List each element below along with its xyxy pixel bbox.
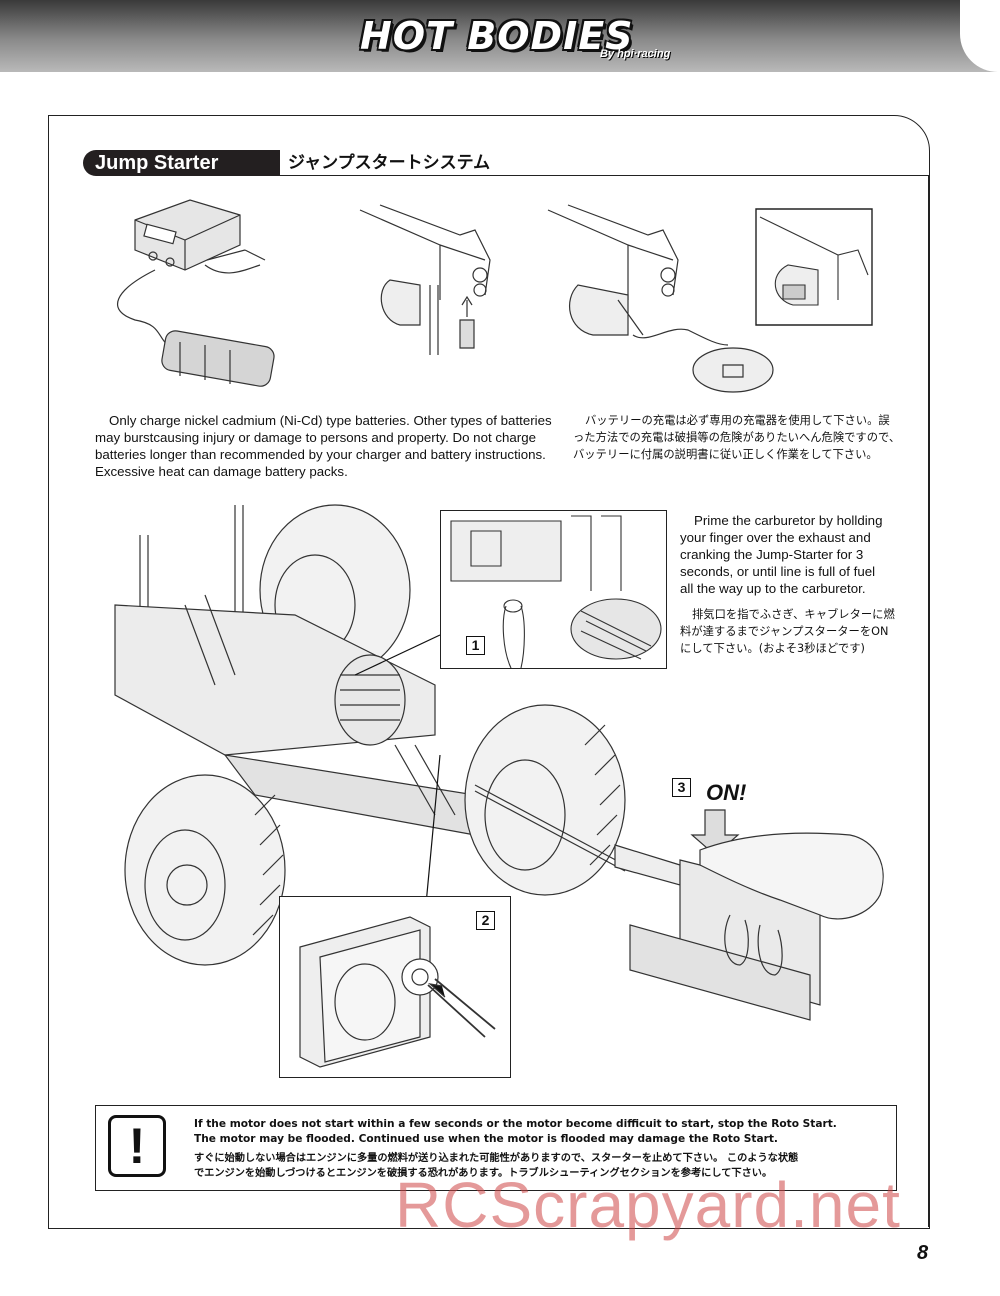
prime-en-line: seconds, or until line is full of fuel	[680, 564, 876, 579]
receiver-switch-illustration	[360, 205, 500, 375]
prime-jp-line: 料が達するまでジャンプスターターをON	[680, 625, 889, 638]
prime-jp-line: 排気口を指でふさぎ、キャブレターに燃	[692, 608, 895, 621]
carburetor-prime-illustration	[441, 511, 666, 668]
charge-jp-line: バッテリーの充電は必ず専用の充電器を使用して下さい。誤	[585, 414, 890, 427]
section-underline	[280, 175, 928, 176]
logo-main: HOT BODIES	[360, 14, 634, 58]
charge-warning-en: Only charge nickel cadmium (Ni-Cd) type …	[95, 412, 565, 480]
truck-chassis-illustration	[95, 495, 655, 985]
jump-starter-illustration	[600, 805, 900, 1035]
prime-en-line: your finger over the exhaust and	[680, 530, 871, 545]
page-frame	[48, 115, 930, 1229]
prime-note-en: Prime the carburetor by hollding your fi…	[680, 512, 898, 597]
charge-en-line: batteries longer than recommended by you…	[95, 447, 546, 462]
section-rule	[928, 175, 929, 1227]
carburetor-inset: 1	[440, 510, 667, 669]
warning-line: でエンジンを始動しづつけるとエンジンを破損する恐れがあります。トラブルシューティ…	[194, 1168, 773, 1179]
section-title-en: Jump Starter	[83, 150, 280, 176]
prime-en-line: all the way up to the carburetor.	[680, 581, 866, 596]
starter-port-inset: 2	[279, 896, 511, 1078]
receiver-detail-illustration	[548, 205, 878, 405]
step-2-badge: 2	[476, 911, 495, 930]
watermark: RCScrapyard.net	[395, 1169, 901, 1241]
prime-jp-line: にして下さい。(およそ3秒ほどです)	[680, 642, 865, 655]
charge-jp-line: バッテリーに付属の説明書に従い正しく作業をして下さい。	[573, 448, 878, 461]
section-header: Jump Starter ジャンプスタートシステム	[83, 150, 929, 1227]
page-number: 8	[917, 1242, 929, 1264]
prime-note-jp: 排気口を指でふさぎ、キャブレターに燃 料が達するまでジャンプスターターをON に…	[680, 606, 898, 657]
charge-en-line: may burstcausing injury or damage to per…	[95, 430, 537, 445]
brand-logo: HOT BODIES By hpi·racing	[360, 14, 670, 64]
warning-line: すぐに始動しない場合はエンジンに多量の燃料が送り込まれた可能性がありますので、ス…	[194, 1153, 799, 1164]
charge-en-line: Excessive heat can damage battery packs.	[95, 464, 348, 479]
prime-en-line: Prime the carburetor by hollding	[694, 513, 883, 528]
section-title-jp: ジャンプスタートシステム	[288, 153, 491, 173]
logo-sub: By hpi·racing	[600, 48, 671, 60]
step-1-badge: 1	[466, 636, 485, 655]
charge-jp-line: った方法での充電は破損等の危険がありたいへん危険ですので、	[573, 431, 901, 444]
on-label: ON!	[706, 780, 747, 805]
exclamation-icon: !	[108, 1115, 166, 1177]
charge-en-line: Only charge nickel cadmium (Ni-Cd) type …	[109, 413, 552, 428]
starter-port-illustration	[280, 897, 510, 1077]
warning-box: ! If the motor does not start within a f…	[95, 1105, 897, 1191]
warning-line: The motor may be flooded. Continued use …	[194, 1133, 778, 1145]
charge-warning-jp: バッテリーの充電は必ず専用の充電器を使用して下さい。誤 った方法での充電は破損等…	[573, 412, 903, 463]
step-3-badge: 3	[672, 778, 691, 797]
warning-line: If the motor does not start within a few…	[194, 1118, 837, 1130]
charger-battery-illustration	[95, 190, 295, 400]
header-band	[0, 0, 1000, 72]
prime-en-line: cranking the Jump-Starter for 3	[680, 547, 864, 562]
